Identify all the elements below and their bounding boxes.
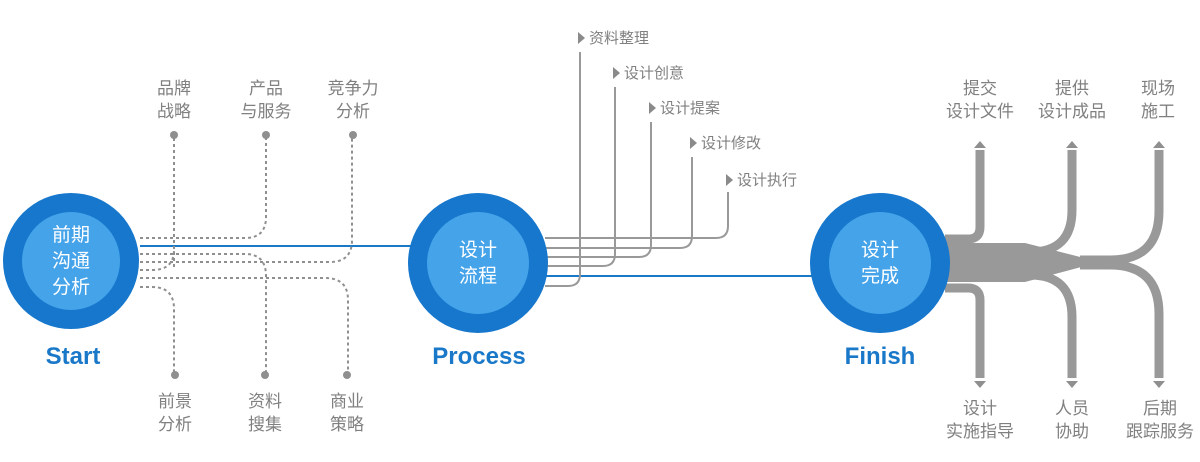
- label-line: 设计成品: [1038, 102, 1106, 122]
- triangle-bullet-icon: [726, 174, 733, 186]
- label-line: 设计文件: [946, 102, 1014, 122]
- label-follow-up-service: 后期 跟踪服务: [1110, 398, 1200, 444]
- arrow-up-construction: [1153, 141, 1165, 148]
- process-node-text-2: 流程: [458, 265, 497, 287]
- label-provide-products: 提供 设计成品: [1022, 78, 1122, 124]
- branch-product-service: [140, 138, 267, 239]
- step-line-5: [545, 192, 729, 239]
- start-node-inner: 前期 沟通 分析: [22, 212, 120, 310]
- label-line: 施工: [1141, 102, 1175, 122]
- process-node-text-1: 设计: [458, 239, 497, 261]
- label-line: 搜集: [248, 415, 282, 435]
- finish-trunk: [940, 243, 1100, 282]
- label-line: 后期: [1143, 399, 1177, 419]
- finish-branch-submit: [945, 150, 985, 244]
- arrow-up-provide: [1066, 141, 1078, 148]
- label-line: 现场: [1141, 79, 1175, 99]
- arrow-down-followup: [1153, 381, 1165, 388]
- finish-branch-assist: [1000, 270, 1077, 378]
- label-line: 与服务: [240, 102, 292, 122]
- label-staff-assistance: 人员 协助: [1032, 398, 1112, 444]
- triangle-bullet-icon: [613, 67, 620, 79]
- finish-branch-guidance: [945, 283, 985, 378]
- process-node-inner: 设计 流程: [427, 212, 529, 314]
- start-node-text-3: 分析: [51, 276, 90, 298]
- label-line: 协助: [1055, 422, 1089, 442]
- finish-node: 设计 完成: [810, 193, 950, 333]
- step-label: 设计提案: [660, 99, 721, 117]
- process-step-3: 设计提案: [649, 99, 720, 117]
- label-site-construction: 现场 施工: [1118, 78, 1198, 124]
- stage-caption-start: Start: [45, 343, 101, 370]
- label-data-collection: 资料 搜集: [225, 391, 305, 437]
- label-product-service: 产品 与服务: [226, 78, 306, 124]
- arrow-up-submit: [974, 141, 986, 148]
- finish-branch-provide: [1000, 150, 1077, 257]
- triangle-bullet-icon: [578, 32, 585, 44]
- label-line: 产品: [249, 79, 283, 99]
- label-competitiveness: 竞争力 分析: [313, 78, 393, 124]
- arrow-down-guidance: [974, 381, 986, 388]
- step-label: 设计创意: [624, 64, 685, 82]
- label-line: 资料: [248, 392, 282, 412]
- branch-competitiveness: [140, 138, 353, 263]
- branch-business-strategy: [140, 277, 349, 372]
- dot-prospect-analysis: [171, 371, 179, 379]
- arrow-down-assist: [1066, 381, 1078, 388]
- finish-branch-construction: [1080, 150, 1164, 265]
- dot-business-strategy: [343, 371, 351, 379]
- step-label: 设计修改: [701, 134, 762, 152]
- start-node-text-1: 前期: [51, 224, 90, 246]
- label-line: 品牌: [157, 79, 191, 99]
- finish-branch-followup: [1080, 260, 1164, 378]
- label-line: 跟踪服务: [1126, 422, 1194, 442]
- label-line: 竞争力: [327, 79, 379, 99]
- branch-data-collection: [140, 253, 267, 372]
- label-line: 商业: [330, 392, 364, 412]
- label-line: 分析: [158, 415, 192, 435]
- process-step-1: 资料整理: [578, 29, 649, 47]
- step-label: 设计执行: [737, 171, 798, 189]
- label-line: 设计: [963, 399, 997, 419]
- process-step-5: 设计执行: [726, 171, 797, 189]
- label-line: 人员: [1055, 399, 1089, 419]
- branch-prospect-analysis: [140, 286, 175, 372]
- dot-data-collection: [261, 371, 269, 379]
- step-line-3: [545, 122, 652, 258]
- label-line: 前景: [158, 392, 192, 412]
- process-node: 设计 流程: [408, 193, 548, 333]
- label-line: 提供: [1055, 79, 1089, 99]
- triangle-bullet-icon: [649, 102, 656, 114]
- stage-caption-process: Process: [432, 343, 526, 370]
- step-line-4: [545, 157, 693, 249]
- label-line: 提交: [963, 79, 997, 99]
- step-line-1: [545, 52, 581, 287]
- label-implementation-guidance: 设计 实施指导: [930, 398, 1030, 444]
- label-submit-files: 提交 设计文件: [930, 78, 1030, 124]
- process-step-4: 设计修改: [690, 134, 761, 152]
- finish-node-inner: 设计 完成: [829, 212, 931, 314]
- label-line: 分析: [336, 102, 370, 122]
- start-node-text-2: 沟通: [51, 250, 90, 272]
- branch-inner-curve: [140, 249, 175, 271]
- start-node: 前期 沟通 分析: [3, 193, 139, 329]
- dot-product-service: [262, 131, 270, 139]
- finish-node-text-2: 完成: [860, 265, 899, 287]
- dot-brand-strategy: [170, 131, 178, 139]
- label-line: 战略: [157, 102, 191, 122]
- step-label: 资料整理: [589, 29, 650, 47]
- process-step-2: 设计创意: [613, 64, 684, 82]
- dot-competitiveness: [349, 131, 357, 139]
- stage-caption-finish: Finish: [844, 343, 916, 370]
- finish-node-text-1: 设计: [860, 239, 899, 261]
- label-prospect-analysis: 前景 分析: [135, 391, 215, 437]
- label-line: 实施指导: [946, 422, 1014, 442]
- step-line-2: [545, 87, 616, 267]
- label-business-strategy: 商业 策略: [307, 391, 387, 437]
- label-line: 策略: [330, 415, 364, 435]
- triangle-bullet-icon: [690, 137, 697, 149]
- label-brand-strategy: 品牌 战略: [134, 78, 214, 124]
